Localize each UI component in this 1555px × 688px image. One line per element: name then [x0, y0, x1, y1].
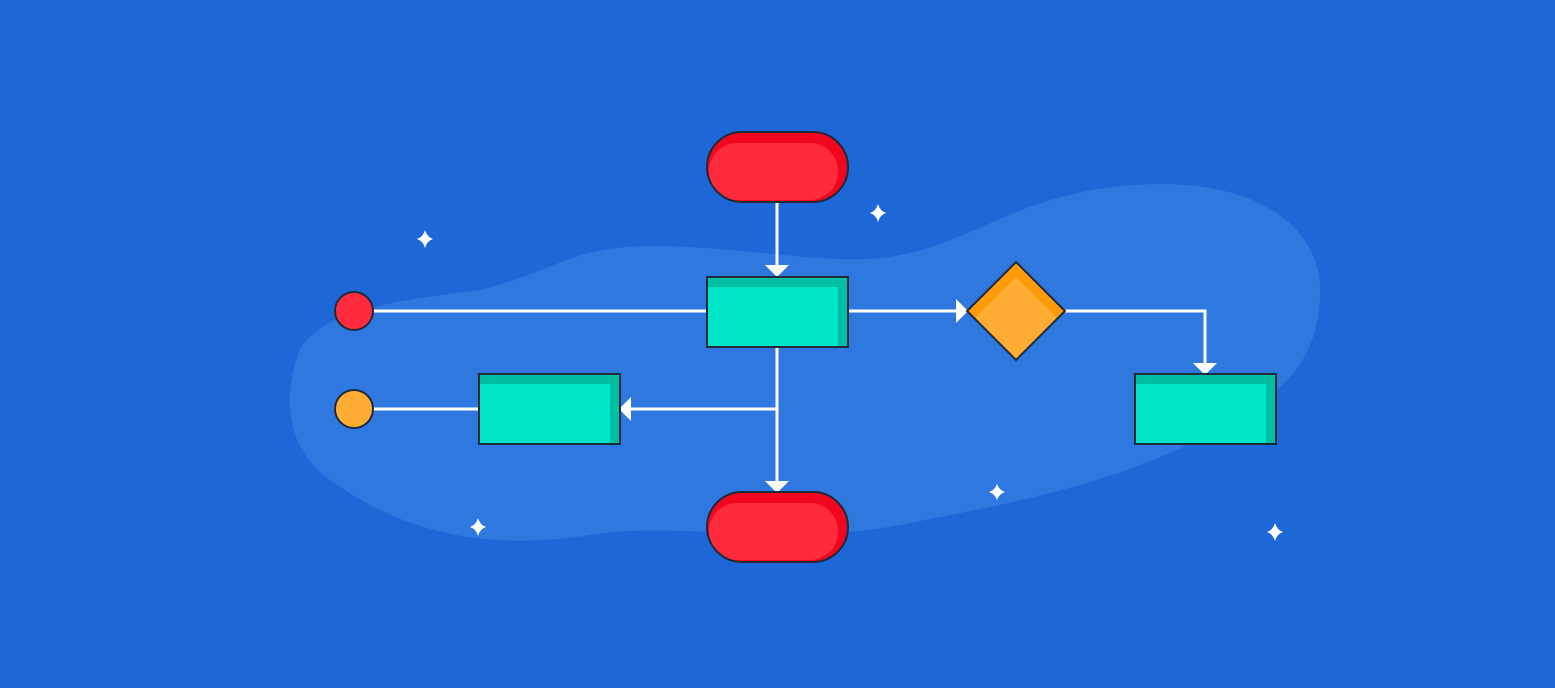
- node-start-terminator[interactable]: [706, 131, 849, 203]
- background-blob: [289, 184, 1321, 541]
- node-end-terminator[interactable]: [706, 491, 849, 563]
- node-decision-diamond[interactable]: [965, 260, 1067, 362]
- sparkle-icon: [470, 518, 486, 536]
- arrowhead: [619, 397, 631, 421]
- sparkle-icon: [1267, 523, 1283, 541]
- node-process-left[interactable]: [478, 373, 621, 445]
- connector-red-circle[interactable]: [334, 291, 374, 331]
- node-process-main[interactable]: [706, 276, 849, 348]
- node-process-right[interactable]: [1134, 373, 1277, 445]
- edge-decision-to-process-right: [1065, 309, 1207, 364]
- sparkle-icon: [989, 484, 1005, 500]
- edges: [373, 202, 1217, 493]
- sparkle-icon: [870, 204, 886, 222]
- sparkle-icon: [417, 230, 433, 248]
- arrowhead: [765, 481, 789, 493]
- arrowhead: [1193, 363, 1217, 375]
- connector-orange-circle[interactable]: [334, 389, 374, 429]
- arrowhead: [765, 265, 789, 277]
- sparkles: [417, 204, 1283, 541]
- arrowhead: [956, 299, 968, 323]
